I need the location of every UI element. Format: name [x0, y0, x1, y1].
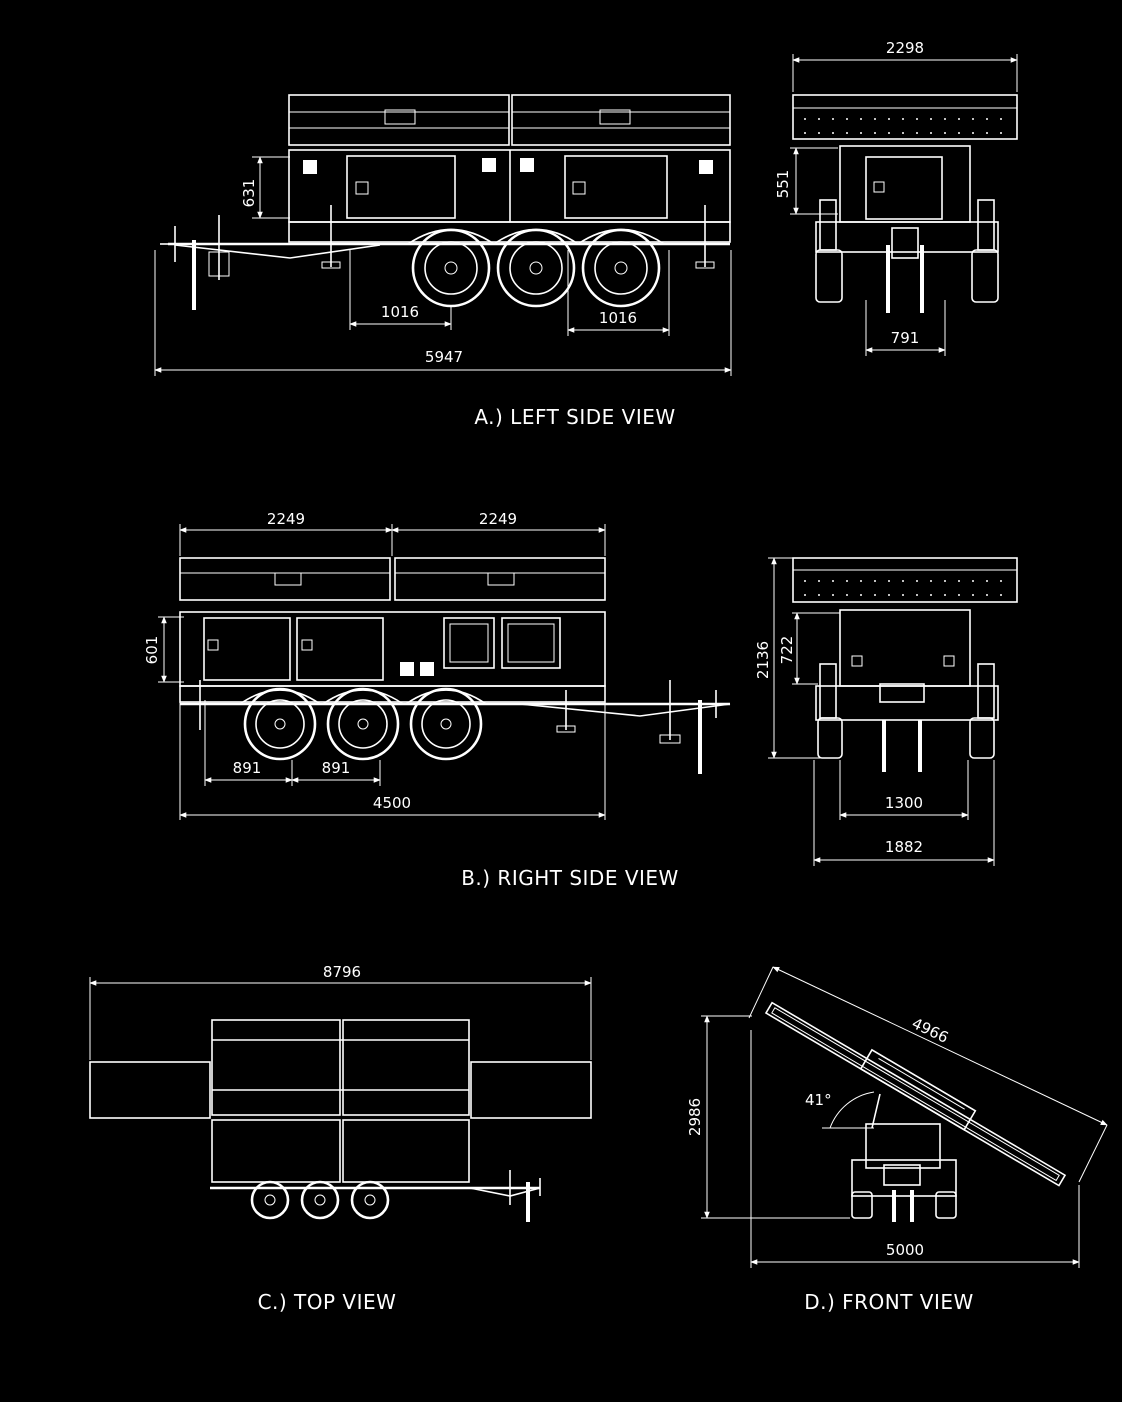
wheel: [409, 687, 483, 761]
dim-2136: 2136: [754, 641, 772, 679]
wheel: [243, 687, 317, 761]
caption-left-side-view: A.) LEFT SIDE VIEW: [474, 405, 675, 429]
dim-791: 791: [891, 329, 920, 347]
caption-top-view: C.) TOP VIEW: [258, 1290, 397, 1314]
caption-right-side-view: B.) RIGHT SIDE VIEW: [461, 866, 679, 890]
wheel: [300, 1180, 340, 1220]
wheel: [411, 228, 491, 308]
dim-8796: 8796: [323, 963, 361, 981]
dim-2249-b: 2249: [479, 510, 517, 528]
dim-1016-b: 1016: [599, 309, 637, 327]
dim-601: 601: [143, 636, 161, 665]
dim-4500: 4500: [373, 794, 411, 812]
right-side-view: 2249 2249 601 891 891 4500 213: [143, 510, 1018, 890]
caption-front-view: D.) FRONT VIEW: [804, 1290, 974, 1314]
dim-2298: 2298: [886, 39, 924, 57]
wheel: [581, 228, 661, 308]
dim-5000: 5000: [886, 1241, 924, 1259]
dim-891-b: 891: [322, 759, 351, 777]
dim-2249-a: 2249: [267, 510, 305, 528]
left-side-view: 631 1016 1016 5947 2298 551: [154, 39, 1018, 429]
wheel: [250, 1180, 290, 1220]
dim-551: 551: [774, 170, 792, 199]
dim-631: 631: [240, 179, 258, 208]
top-view: 8796 C.) TOP VIEW: [89, 963, 592, 1314]
dim-1882: 1882: [885, 838, 923, 856]
wheel: [326, 687, 400, 761]
dim-41-degrees: 41°: [805, 1091, 832, 1109]
front-view: 41° 4966 2986 5000 D.) FRONT VIEW: [686, 966, 1108, 1314]
dim-891-a: 891: [233, 759, 262, 777]
dim-1300: 1300: [885, 794, 923, 812]
dim-5947: 5947: [425, 348, 463, 366]
dim-722: 722: [778, 636, 796, 665]
wheel: [350, 1180, 390, 1220]
dim-1016-a: 1016: [381, 303, 419, 321]
dim-2986: 2986: [686, 1098, 704, 1136]
wheel: [496, 228, 576, 308]
